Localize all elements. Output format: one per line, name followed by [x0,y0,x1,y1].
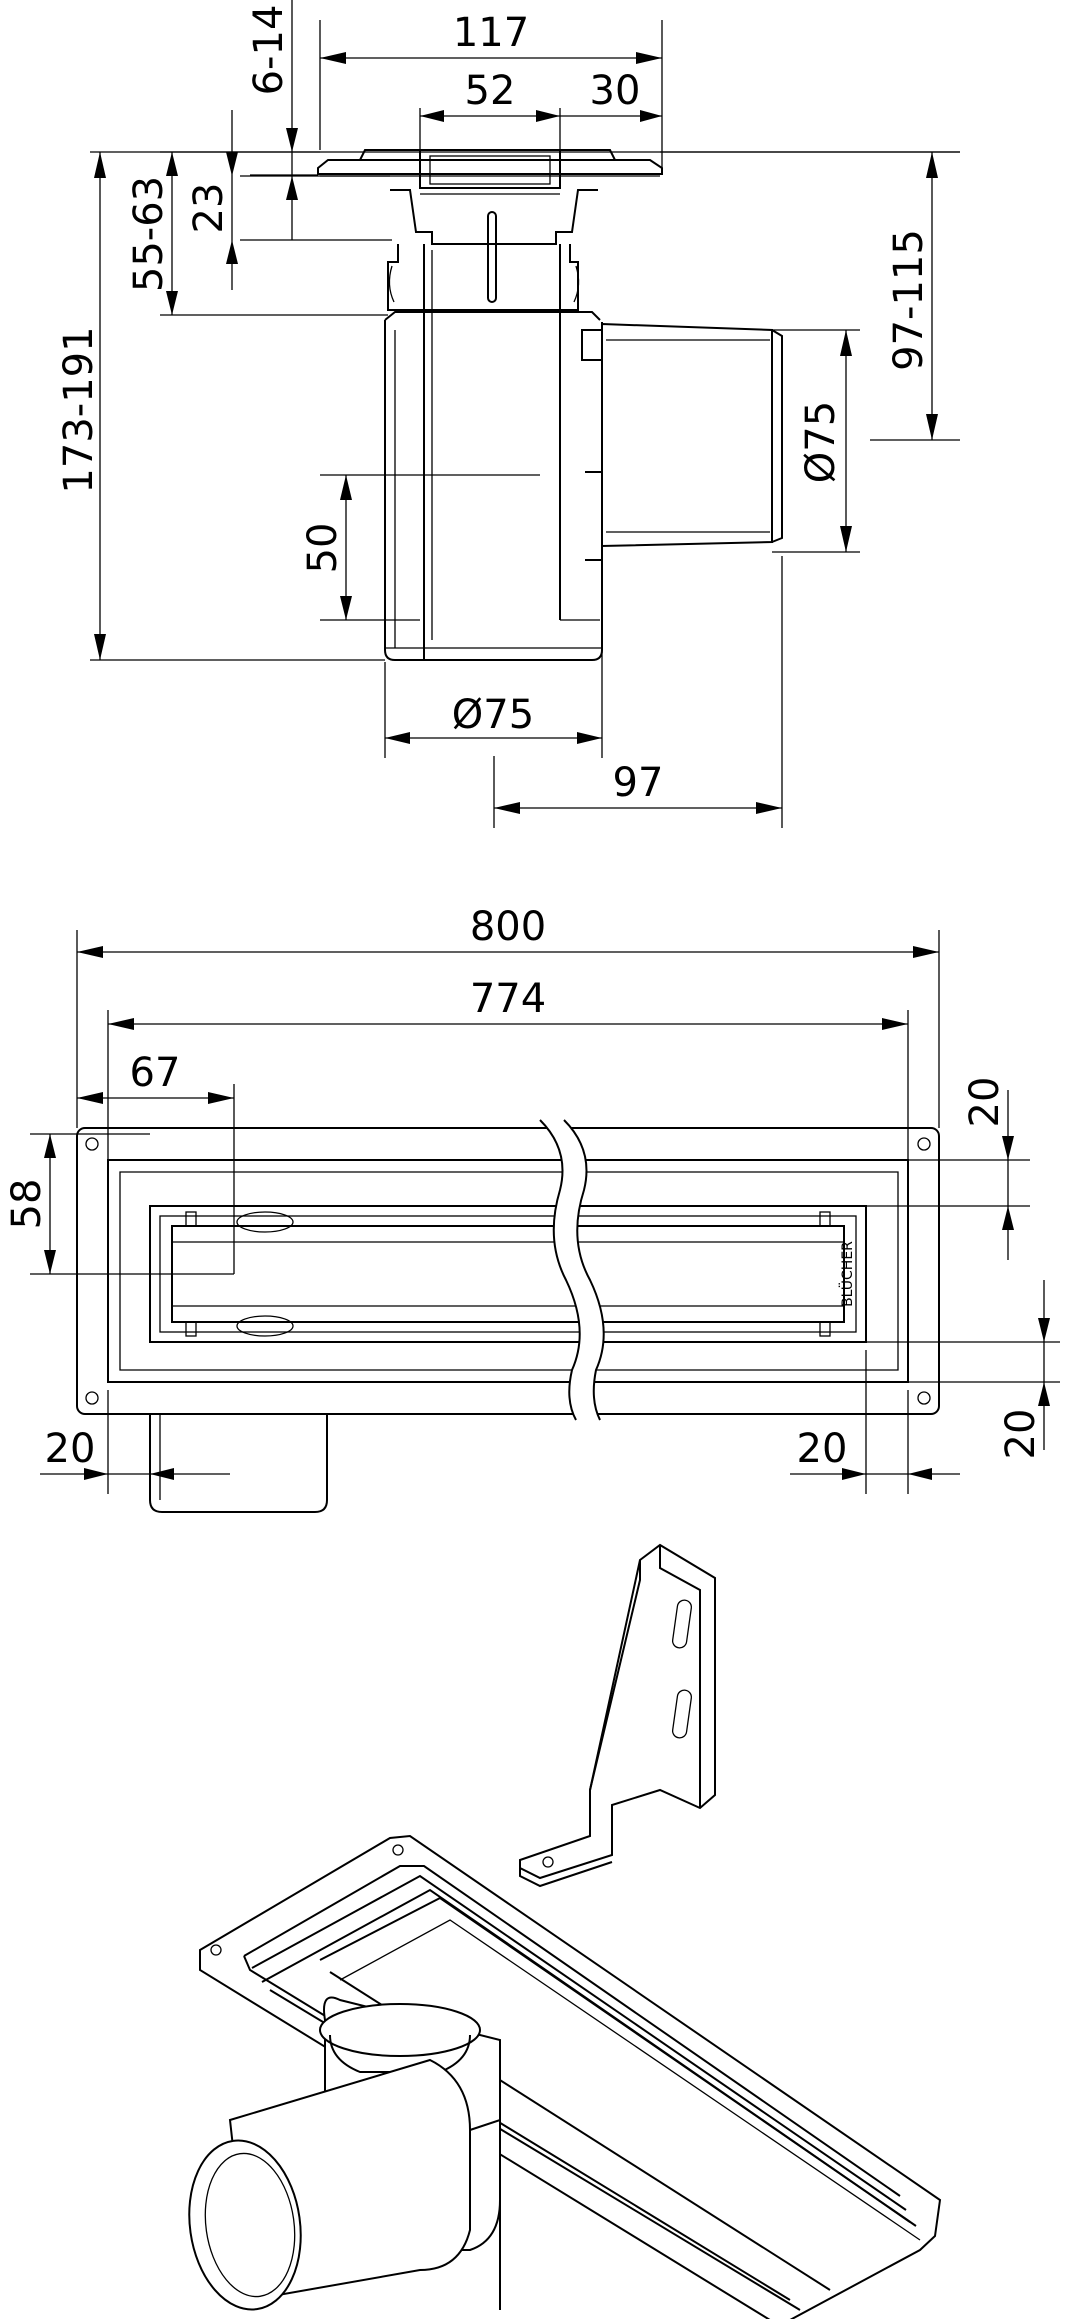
dim-97-115-label: 97-115 [886,229,932,371]
dim-23-label: 23 [186,183,232,234]
dim-52-label: 52 [465,68,516,114]
dim-outlet-diameter-label: Ø75 [798,401,844,483]
dim-body-diameter-label: Ø75 [452,692,534,738]
break-line-left [539,1119,581,1421]
dim-774-label: 774 [470,976,546,1022]
dim-left-margin-label: 20 [45,1426,96,1472]
brand-mark: BLÜCHER [838,1241,856,1307]
side-view: 117 52 30 6-14 23 55-63 [56,0,960,828]
dim-55-63-label: 55-63 [126,176,172,292]
flange-plate [317,159,663,175]
grate [171,1225,845,1323]
dim-58-label: 58 [4,1179,50,1230]
dim-117-label: 117 [453,10,529,56]
trap-isometric [188,1996,501,2311]
flange-outline [76,1127,940,1415]
dim-bottom-margin-label: 20 [998,1409,1044,1460]
grate-insert [419,149,561,189]
dim-6-14-label: 6-14 [246,5,292,96]
dip-rod [487,211,497,303]
dim-97-label: 97 [613,760,664,806]
channel-frame [107,1159,909,1383]
mounting-bracket [519,1543,716,1888]
seal-ring [387,244,579,311]
isometric-view [188,1543,942,2321]
clamp-ring [390,189,598,245]
outlet-pipe-top [149,1414,328,1513]
break-line-right [563,1119,605,1421]
dim-173-191-label: 173-191 [56,326,102,493]
dim-67-label: 67 [130,1050,181,1096]
top-view: BLÜCHER 800 774 67 58 [4,904,1060,1513]
trap-body [384,320,603,661]
dim-800-label: 800 [470,904,546,950]
dim-top-margin-label: 20 [962,1077,1008,1128]
dim-right-margin-label: 20 [797,1426,848,1472]
dim-30-label: 30 [590,68,641,114]
outlet-pipe [601,322,773,548]
dim-50-label: 50 [300,523,346,574]
